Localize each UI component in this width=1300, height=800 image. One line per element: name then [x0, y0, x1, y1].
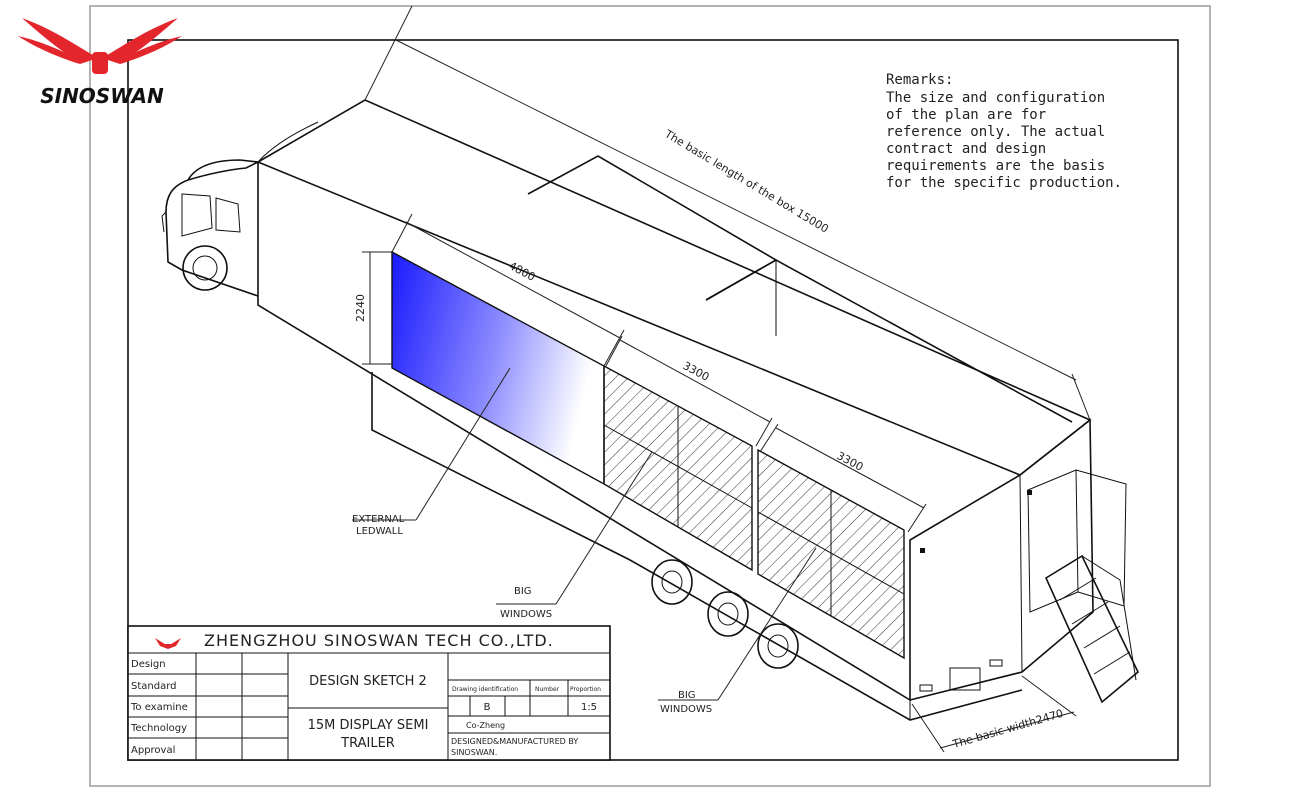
ledwall-height-label: 2240: [354, 294, 367, 322]
remarks-line-3: reference only. The actual: [886, 124, 1105, 140]
rear-stairs: [1044, 554, 1139, 704]
row-label-design: Design: [131, 659, 166, 670]
window-2-dimension-label: 3300: [835, 449, 866, 474]
number-label: Number: [535, 686, 560, 693]
row-label-approval: Approval: [131, 745, 175, 756]
wings-icon: [18, 18, 182, 74]
callout-external-ledwall: EXTERNAL LEDWALL: [352, 367, 511, 537]
sketch-title: DESIGN SKETCH 2: [309, 674, 427, 689]
dimension-ledwall-height: 2240: [354, 251, 392, 365]
remarks-title: Remarks:: [886, 72, 953, 88]
designer-name: Co-Zheng: [466, 721, 505, 730]
box-width-label: The basic width2470: [950, 707, 1064, 751]
external-ledwall: [391, 250, 605, 486]
trailer-box: [256, 99, 1127, 721]
remarks: Remarks: The size and configuration of t…: [886, 72, 1122, 191]
big-windows-a-label-1: BIG: [514, 586, 532, 597]
proportion-value: 1:5: [581, 702, 597, 713]
external-ledwall-label-2: LEDWALL: [356, 526, 403, 537]
big-windows-b-label-2: WINDOWS: [660, 704, 712, 715]
row-label-to-examine: To examine: [130, 702, 188, 713]
logo-text: SINOSWAN: [40, 84, 164, 108]
proportion-label: Proportion: [570, 686, 601, 693]
window-1-dimension-label: 3300: [681, 359, 712, 384]
callout-big-windows-b: BIG WINDOWS: [658, 547, 817, 715]
dimension-box-width: The basic width2470: [911, 675, 1077, 753]
title-block: ZHENGZHOU SINOSWAN TECH CO.,LTD. Design …: [127, 625, 611, 761]
big-windows-b-label-1: BIG: [678, 690, 696, 701]
big-window-2: [757, 448, 905, 660]
remarks-line-2: of the plan are for: [886, 107, 1046, 123]
remarks-line-1: The size and configuration: [886, 90, 1105, 106]
manufactured-by-line-1: DESIGNED&MANUFACTURED BY: [451, 737, 578, 746]
remarks-line-6: for the specific production.: [886, 175, 1122, 191]
drawing-identification-value: B: [484, 702, 491, 713]
company-name: ZHENGZHOU SINOSWAN TECH CO.,LTD.: [204, 631, 554, 650]
title-block-logo-icon: [155, 638, 181, 649]
sinoswan-logo: SINOSWAN: [18, 18, 182, 108]
inner-frame: [127, 39, 1179, 761]
big-window-1: [603, 364, 753, 572]
callout-big-windows-a: BIG WINDOWS: [496, 451, 653, 620]
external-ledwall-label-1: EXTERNAL: [352, 514, 405, 525]
product-name-line-2: TRAILER: [340, 736, 395, 751]
outer-frame: [89, 5, 1211, 787]
row-label-technology: Technology: [130, 723, 187, 734]
big-windows-a-label-2: WINDOWS: [500, 609, 552, 620]
manufactured-by-line-2: SINOSWAN.: [451, 748, 497, 757]
ledwall-width-label: 4800: [507, 259, 538, 284]
truck-cab: [161, 121, 319, 297]
product-name-line-1: 15M DISPLAY SEMI: [308, 718, 429, 733]
row-label-standard: Standard: [131, 681, 177, 692]
wheels: [651, 559, 799, 669]
drawing-identification-label: Drawing identification: [452, 686, 518, 693]
remarks-line-5: requirements are the basis: [886, 158, 1105, 174]
remarks-line-4: contract and design: [886, 141, 1046, 157]
box-length-label: The basic length of the box 15000: [662, 127, 831, 236]
